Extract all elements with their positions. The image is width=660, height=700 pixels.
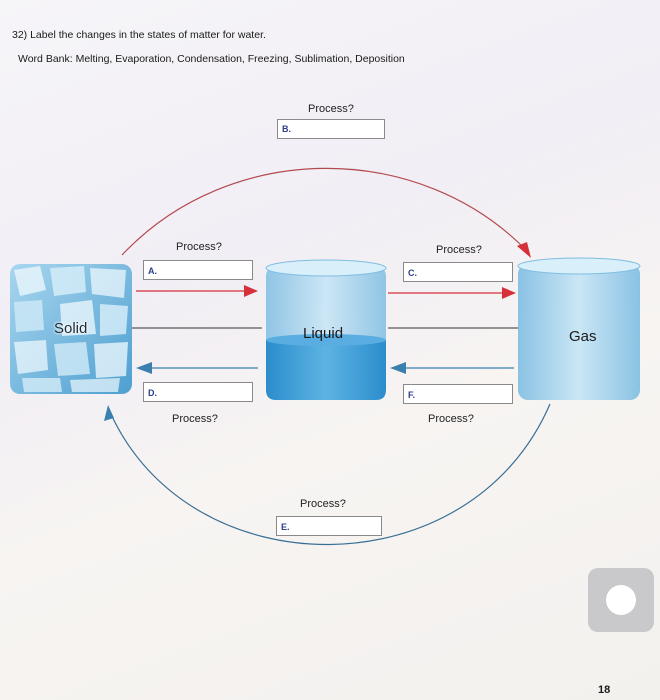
arrow-right-icon: [502, 287, 516, 299]
process-c-prompt: Process?: [436, 244, 482, 256]
page-number: 18: [598, 684, 611, 696]
shutter-ring-icon: [606, 585, 636, 615]
process-d-answer-box[interactable]: [143, 382, 253, 402]
process-b-answer-box[interactable]: [277, 119, 385, 139]
arc-arrowhead-icon: [517, 242, 531, 258]
deposition-arc: [109, 403, 551, 546]
process-c-answer-box[interactable]: [403, 262, 513, 282]
word-bank: Word Bank: Melting, Evaporation, Condens…: [18, 53, 405, 65]
ice-beaker: [10, 264, 132, 394]
process-f-prompt: Process?: [428, 413, 474, 425]
process-a-answer-box[interactable]: [143, 260, 253, 280]
arc-arrowhead-icon: [104, 405, 114, 421]
process-f-letter: F.: [408, 390, 416, 400]
liquid-beaker: [265, 259, 387, 400]
process-d-prompt: Process?: [172, 413, 218, 425]
process-f-answer-box[interactable]: [403, 384, 513, 404]
process-b-letter: B.: [282, 124, 291, 134]
arrow-left-icon: [390, 362, 406, 374]
process-a-prompt: Process?: [176, 241, 222, 253]
process-e-prompt: Process?: [300, 498, 346, 510]
process-a-letter: A.: [148, 266, 157, 276]
camera-shutter-icon[interactable]: [588, 568, 654, 632]
gas-label: Gas: [569, 328, 597, 345]
process-b-prompt: Process?: [308, 103, 354, 115]
arrow-right-icon: [244, 285, 258, 297]
liquid-label: Liquid: [303, 325, 344, 342]
solid-label: Solid: [54, 320, 88, 337]
sublimation-arc: [121, 167, 529, 256]
arrow-left-icon: [136, 362, 152, 374]
question-title: 32) Label the changes in the states of m…: [12, 29, 266, 41]
process-e-answer-box[interactable]: [276, 516, 382, 536]
gas-beaker: [517, 257, 641, 400]
process-c-letter: C.: [408, 268, 417, 278]
process-d-letter: D.: [148, 388, 157, 398]
process-e-letter: E.: [281, 522, 290, 532]
